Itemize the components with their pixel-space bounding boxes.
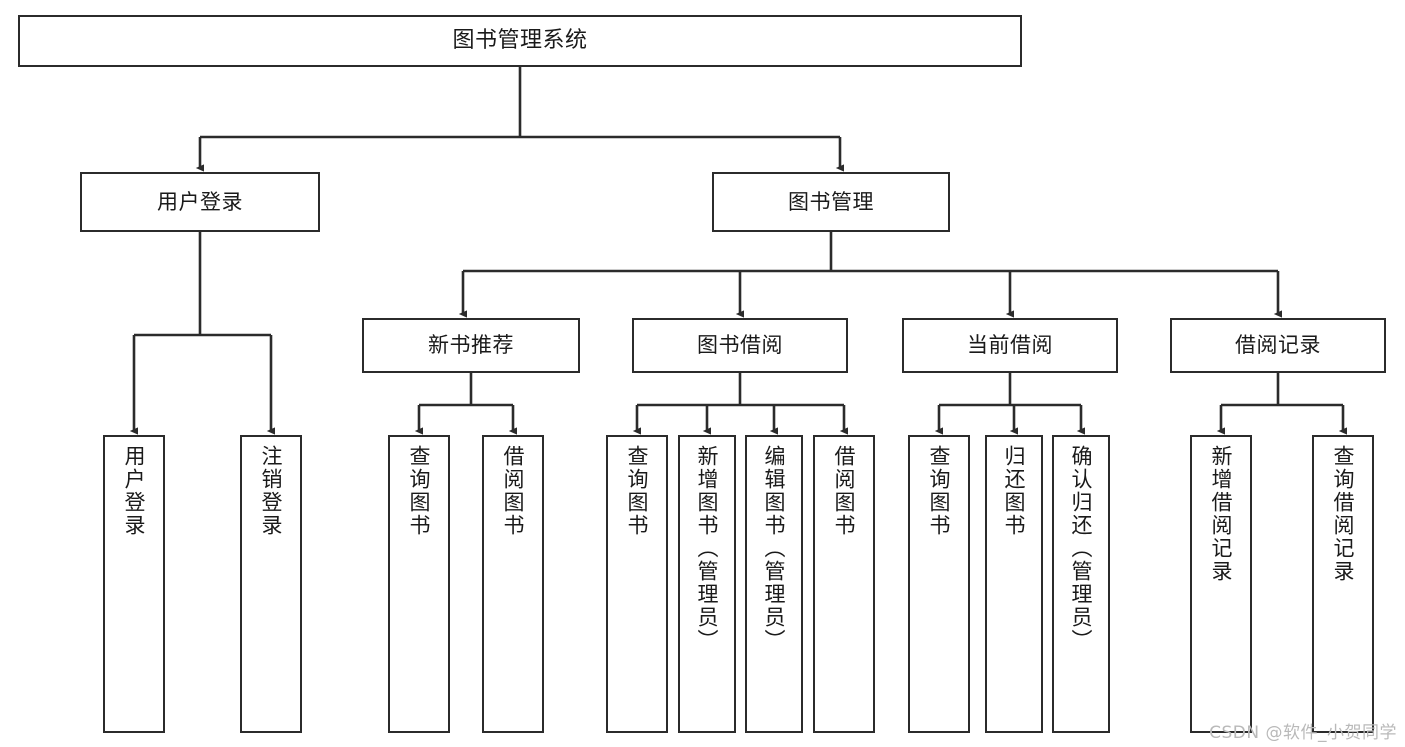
- node-leaf-edit-book-admin[interactable]: 编辑图书（管理员）: [745, 435, 803, 733]
- node-current-borrow[interactable]: 当前借阅: [902, 318, 1118, 373]
- node-leaf-query-book-2-label: 查询图书: [625, 445, 650, 537]
- node-leaf-query-borrow-record-label: 查询借阅记录: [1331, 445, 1356, 583]
- node-book-manage-label: 图书管理: [788, 189, 874, 214]
- node-user-login-label: 用户登录: [157, 189, 243, 214]
- node-leaf-return-book-label: 归还图书: [1002, 445, 1027, 537]
- node-leaf-user-login-label: 用户登录: [122, 445, 147, 537]
- node-leaf-query-book-2[interactable]: 查询图书: [606, 435, 668, 733]
- node-leaf-edit-book-admin-label: 编辑图书（管理员）: [762, 445, 787, 652]
- node-book-borrow-label: 图书借阅: [697, 333, 783, 358]
- node-new-book-recommend-label: 新书推荐: [428, 333, 514, 358]
- node-leaf-add-borrow-record[interactable]: 新增借阅记录: [1190, 435, 1252, 733]
- node-current-borrow-label: 当前借阅: [967, 333, 1053, 358]
- node-book-borrow[interactable]: 图书借阅: [632, 318, 848, 373]
- node-leaf-borrow-book-2[interactable]: 借阅图书: [813, 435, 875, 733]
- node-leaf-user-logout[interactable]: 注销登录: [240, 435, 302, 733]
- node-leaf-add-borrow-record-label: 新增借阅记录: [1209, 445, 1234, 583]
- node-new-book-recommend[interactable]: 新书推荐: [362, 318, 580, 373]
- node-leaf-add-book-admin[interactable]: 新增图书（管理员）: [678, 435, 736, 733]
- node-leaf-borrow-book-2-label: 借阅图书: [832, 445, 857, 537]
- node-leaf-user-logout-label: 注销登录: [259, 445, 284, 537]
- node-leaf-query-book-1[interactable]: 查询图书: [388, 435, 450, 733]
- node-leaf-borrow-book-1[interactable]: 借阅图书: [482, 435, 544, 733]
- node-borrow-record[interactable]: 借阅记录: [1170, 318, 1386, 373]
- node-leaf-user-login[interactable]: 用户登录: [103, 435, 165, 733]
- node-root[interactable]: 图书管理系统: [18, 15, 1022, 67]
- node-leaf-borrow-book-1-label: 借阅图书: [501, 445, 526, 537]
- node-leaf-confirm-return[interactable]: 确认归还（管理员）: [1052, 435, 1110, 733]
- node-book-manage[interactable]: 图书管理: [712, 172, 950, 232]
- node-borrow-record-label: 借阅记录: [1235, 333, 1321, 358]
- node-leaf-query-book-3-label: 查询图书: [927, 445, 952, 537]
- node-leaf-query-book-1-label: 查询图书: [407, 445, 432, 537]
- node-leaf-add-book-admin-label: 新增图书（管理员）: [695, 445, 720, 652]
- node-leaf-query-borrow-record[interactable]: 查询借阅记录: [1312, 435, 1374, 733]
- node-root-label: 图书管理系统: [452, 28, 588, 54]
- node-leaf-confirm-return-label: 确认归还（管理员）: [1069, 445, 1094, 652]
- node-leaf-query-book-3[interactable]: 查询图书: [908, 435, 970, 733]
- node-user-login[interactable]: 用户登录: [80, 172, 320, 232]
- node-leaf-return-book[interactable]: 归还图书: [985, 435, 1043, 733]
